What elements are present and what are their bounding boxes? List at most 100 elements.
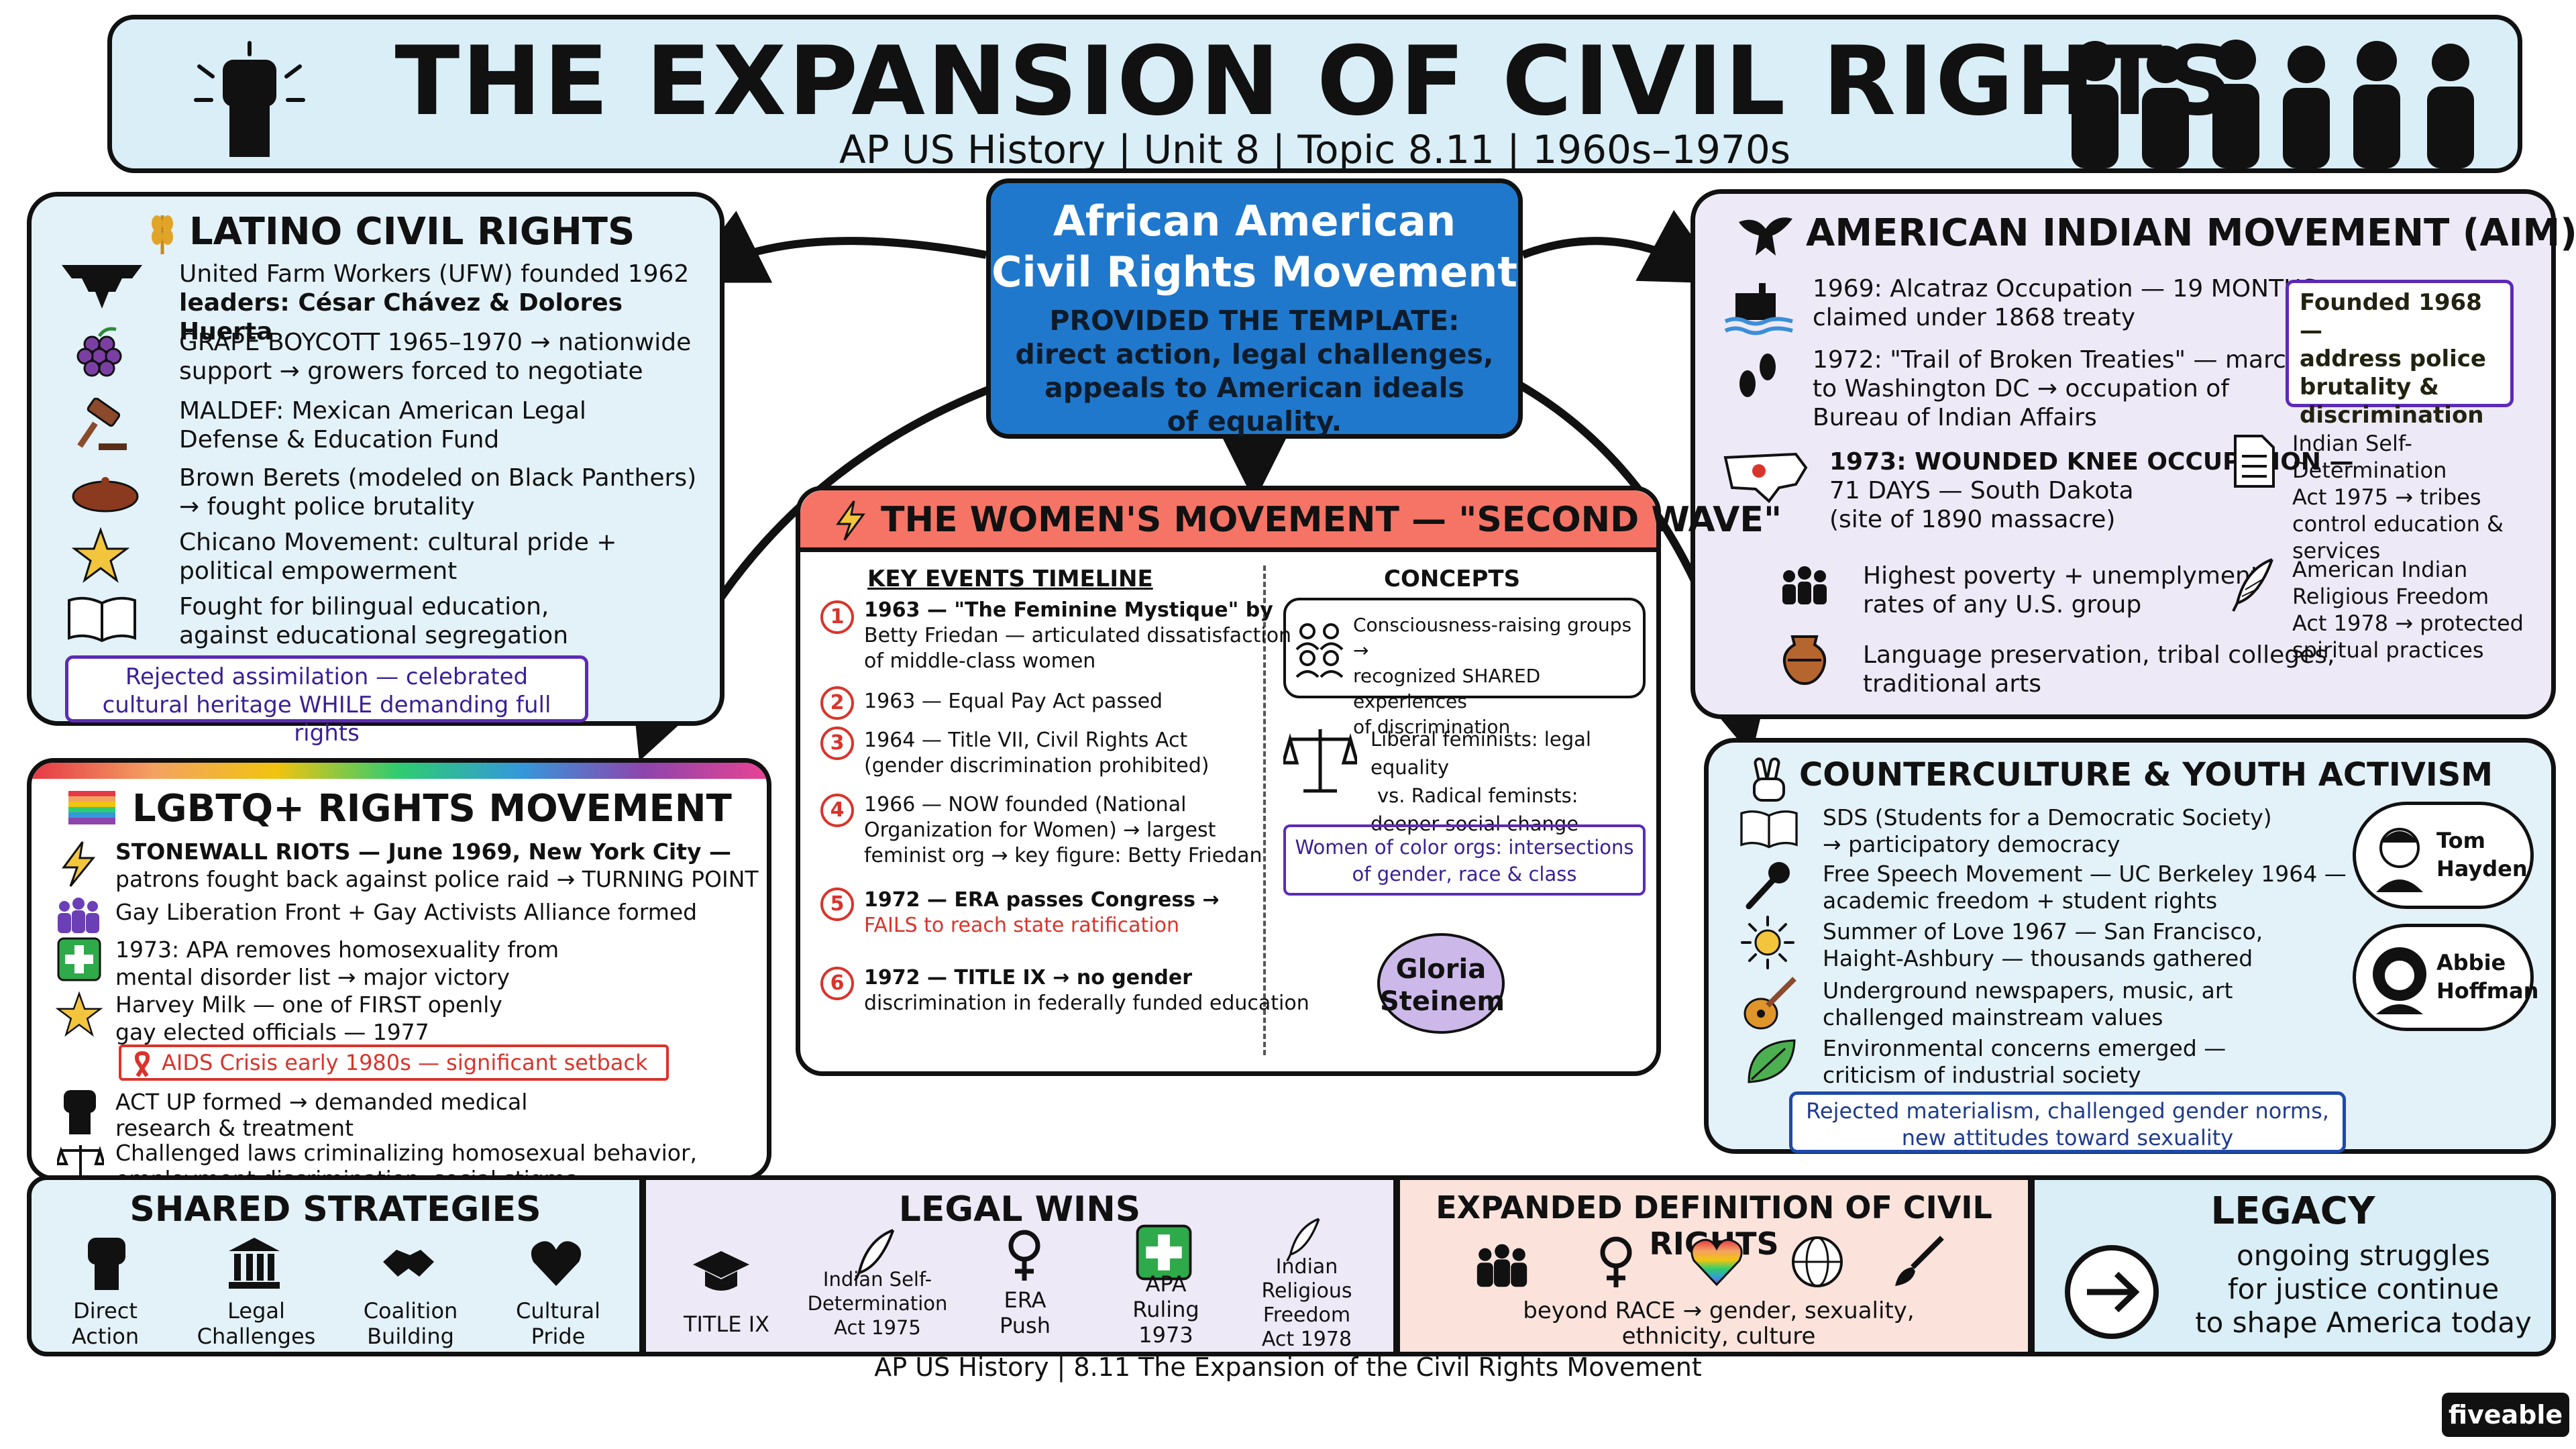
open-book-icon bbox=[68, 596, 136, 643]
eagle-icon bbox=[1739, 217, 1792, 256]
aim-item-5: Language preservation, tribal colleges,t… bbox=[1863, 641, 2335, 698]
page-subtitle: AP US History | Unit 8 | Topic 8.11 | 19… bbox=[839, 127, 1790, 172]
womens-movement-panel: THE WOMEN'S MOVEMENT — "SECOND WAVE" KEY… bbox=[796, 486, 1782, 1076]
wheat-icon bbox=[152, 215, 173, 254]
aim-item-2: 1972: "Trail of Broken Treaties" — march… bbox=[1813, 346, 2302, 431]
column-divider bbox=[1263, 566, 1266, 1055]
diverse-people-icon bbox=[2072, 40, 2474, 168]
beret-icon bbox=[72, 477, 139, 513]
fiveable-logo[interactable]: fiveable bbox=[2442, 1393, 2569, 1437]
star-icon bbox=[56, 991, 103, 1037]
counter-item-2: Free Speech Movement — UC Berkeley 1964 … bbox=[1823, 861, 2347, 914]
event-3: 1964 — Title VII, Civil Rights Act(gende… bbox=[864, 729, 1210, 777]
counterculture-panel: COUNTERCULTURE & YOUTH ACTIVISM SDS (Stu… bbox=[1704, 738, 2556, 1154]
raised-fist-icon bbox=[64, 1090, 96, 1134]
handshake-icon bbox=[383, 1250, 434, 1277]
event-number: 1 bbox=[820, 600, 854, 634]
american-indian-movement-panel: AMERICAN INDIAN MOVEMENT (AIM) 1969: Alc… bbox=[1690, 189, 2576, 719]
medical-cross-icon bbox=[57, 937, 101, 981]
event-2: 1963 — Equal Pay Act passed bbox=[864, 690, 1163, 713]
graduation-cap-icon bbox=[693, 1251, 749, 1291]
portrait-icon bbox=[2376, 828, 2423, 892]
lightning-icon bbox=[836, 500, 865, 541]
star-icon bbox=[72, 527, 129, 583]
counter-item-3: Summer of Love 1967 — San Francisco,Haig… bbox=[1823, 918, 2263, 971]
counter-item-1: SDS (Students for a Democratic Society)→… bbox=[1823, 804, 2272, 857]
portrait-icon bbox=[2373, 947, 2426, 1014]
legacy-heading: LEGACY bbox=[2210, 1189, 2375, 1233]
event-number: 2 bbox=[820, 686, 854, 720]
expanded-definition-text: beyond RACE → gender, sexuality,ethnicit… bbox=[1523, 1297, 1915, 1350]
group-icon bbox=[1295, 623, 1344, 678]
latino-item-5: Chicano Movement: cultural pride +politi… bbox=[179, 529, 617, 585]
gavel-icon bbox=[77, 398, 127, 450]
awareness-ribbon-icon bbox=[134, 1051, 150, 1077]
rainbow-stripe bbox=[32, 763, 767, 779]
us-map-pin-icon bbox=[1723, 452, 1808, 503]
event-number: 3 bbox=[820, 727, 854, 760]
pride-flag-icon bbox=[68, 791, 115, 824]
concept-1-text: Consciousness-raising groups →recognized… bbox=[1353, 614, 1632, 738]
footer-caption: AP US History | 8.11 The Expansion of th… bbox=[874, 1352, 1702, 1382]
peace-hand-icon bbox=[1753, 757, 1785, 802]
raised-fist-icon bbox=[88, 1238, 125, 1290]
female-symbol-icon bbox=[1008, 1230, 1040, 1281]
center-template-text: PROVIDED THE TEMPLATE: direct action, le… bbox=[1004, 304, 1505, 438]
feather-icon bbox=[2232, 558, 2273, 612]
womens-heading: THE WOMEN'S MOVEMENT — "SECOND WAVE" bbox=[881, 500, 1782, 540]
shared-strategies-heading: SHARED STRATEGIES bbox=[129, 1189, 541, 1230]
arrow-right-circle-icon bbox=[2065, 1245, 2159, 1339]
page-title: THE EXPANSION OF CIVIL RIGHTS bbox=[394, 26, 2235, 137]
grapes-icon bbox=[76, 327, 122, 377]
event-number: 4 bbox=[820, 794, 854, 827]
expanded-definition-section: EXPANDED DEFINITION OF CIVIL RIGHTS beyo… bbox=[1395, 1175, 2033, 1356]
sun-icon bbox=[1741, 916, 1794, 969]
lgbtq-heading: LGBTQ+ RIGHTS MOVEMENT bbox=[132, 787, 732, 830]
paintbrush-icon bbox=[1895, 1236, 1944, 1286]
african-american-template-box: African American Civil Rights Movement P… bbox=[986, 178, 1523, 439]
medical-cross-icon bbox=[1136, 1224, 1192, 1281]
community-group-icon bbox=[58, 898, 99, 933]
womens-header-bar: THE WOMEN'S MOVEMENT — "SECOND WAVE" bbox=[800, 490, 1782, 552]
lgbtq-item-1: STONEWALL RIOTS — June 1969, New York Ci… bbox=[115, 839, 759, 892]
counter-item-5: Environmental concerns emerged —criticis… bbox=[1823, 1035, 2226, 1088]
center-sub-line3: appeals to American ideals bbox=[1044, 372, 1464, 404]
expanded-definition-heading: EXPANDED DEFINITION OF CIVIL RIGHTS bbox=[1436, 1189, 1992, 1262]
lgbtq-item-6: Challenged laws criminalizing homosexual… bbox=[115, 1140, 698, 1181]
center-title-line2: Civil Rights Movement bbox=[991, 248, 1518, 297]
center-sub-line2: direct action, legal challenges, bbox=[1015, 338, 1494, 370]
document-icon bbox=[2234, 435, 2275, 488]
latino-heading: LATINO CIVIL RIGHTS bbox=[189, 210, 635, 254]
event-number: 6 bbox=[820, 967, 854, 1000]
open-book-icon bbox=[1740, 810, 1798, 849]
legal-wins-section: LEGAL WINS TITLE IX Indian Self-Determin… bbox=[641, 1175, 1398, 1356]
female-symbol-icon bbox=[1600, 1236, 1632, 1287]
aids-crisis-note: AIDS Crisis early 1980s — significant se… bbox=[119, 1044, 669, 1081]
community-group-icon bbox=[1477, 1244, 1527, 1287]
scales-icon bbox=[57, 1145, 104, 1176]
